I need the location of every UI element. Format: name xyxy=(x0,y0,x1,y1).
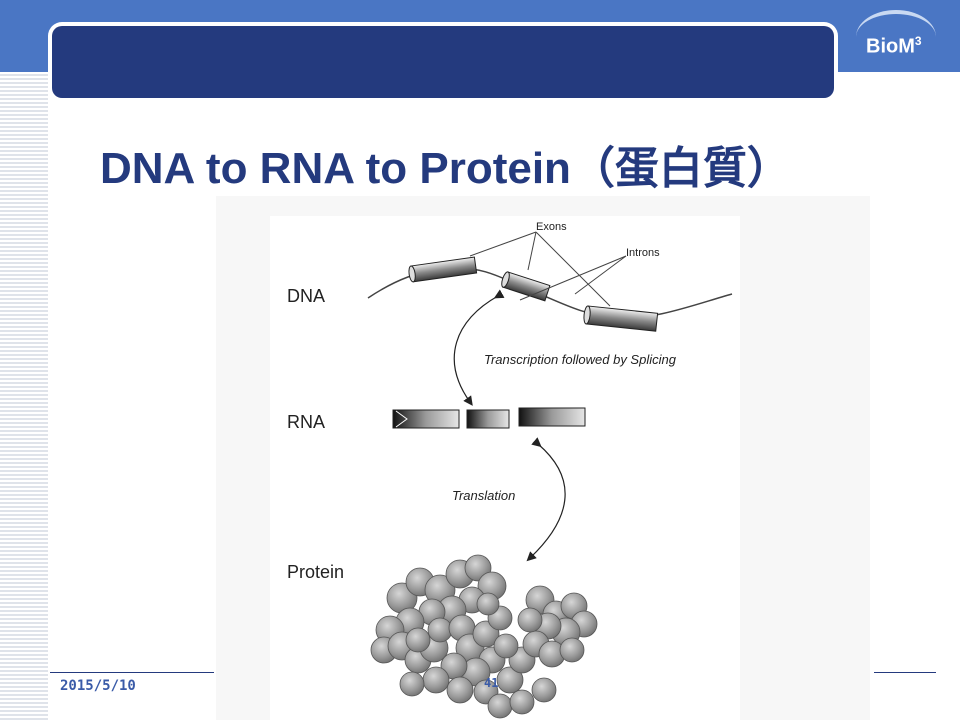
logo-superscript: 3 xyxy=(914,34,922,48)
label-exons: Exons xyxy=(536,221,567,233)
logo-text: BioM3 xyxy=(866,34,922,59)
footer-line-left xyxy=(50,672,214,673)
logo-arc-icon xyxy=(856,10,936,64)
left-stripe-panel xyxy=(0,72,48,720)
biom3-logo: BioM3 xyxy=(852,8,944,64)
rna-cap-icon xyxy=(395,410,408,428)
page-number: 41 xyxy=(484,676,499,690)
label-rna: RNA xyxy=(287,412,325,432)
dna-exon-2 xyxy=(501,271,551,302)
translation-arrow xyxy=(526,437,566,562)
dna-exon-3 xyxy=(583,305,659,332)
footer-line-right xyxy=(874,672,936,673)
label-translation: Translation xyxy=(452,488,515,503)
rna-transcript xyxy=(392,407,586,429)
dna-exon-1 xyxy=(408,256,478,283)
label-protein: Protein xyxy=(287,562,344,582)
slide-title: DNA to RNA to Protein（蛋白質） xyxy=(100,144,791,193)
footer-date: 2015/5/10 xyxy=(60,678,136,694)
label-introns: Introns xyxy=(626,247,660,259)
rna-segment-2 xyxy=(466,409,510,429)
logo-word: BioM xyxy=(866,35,915,58)
label-transcription: Transcription followed by Splicing xyxy=(484,352,677,367)
transcription-arrow xyxy=(453,289,505,406)
rna-segment-1 xyxy=(392,409,460,429)
title-banner xyxy=(52,26,834,98)
exon-pointer-lines xyxy=(469,231,627,307)
rna-segment-3 xyxy=(518,407,586,427)
label-dna: DNA xyxy=(287,286,325,306)
protein-globule-cluster xyxy=(370,554,598,719)
